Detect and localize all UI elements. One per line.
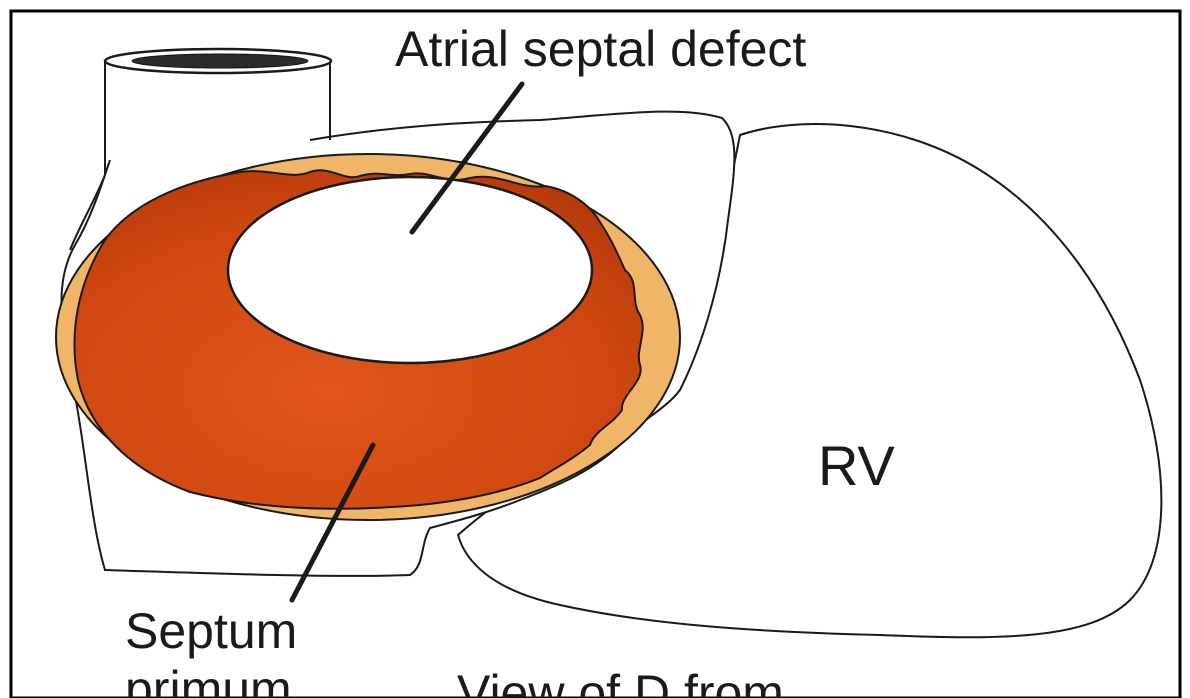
septum-label-line2: primum <box>125 661 292 698</box>
defect-label: Atrial septal defect <box>395 21 806 77</box>
caption-label: View of D from <box>457 665 784 698</box>
chamber-label: RV <box>818 434 895 497</box>
atrial-septal-defect-hole <box>228 177 592 363</box>
vena-cava-lumen <box>132 54 308 68</box>
septum-label-line1: Septum <box>125 603 297 659</box>
